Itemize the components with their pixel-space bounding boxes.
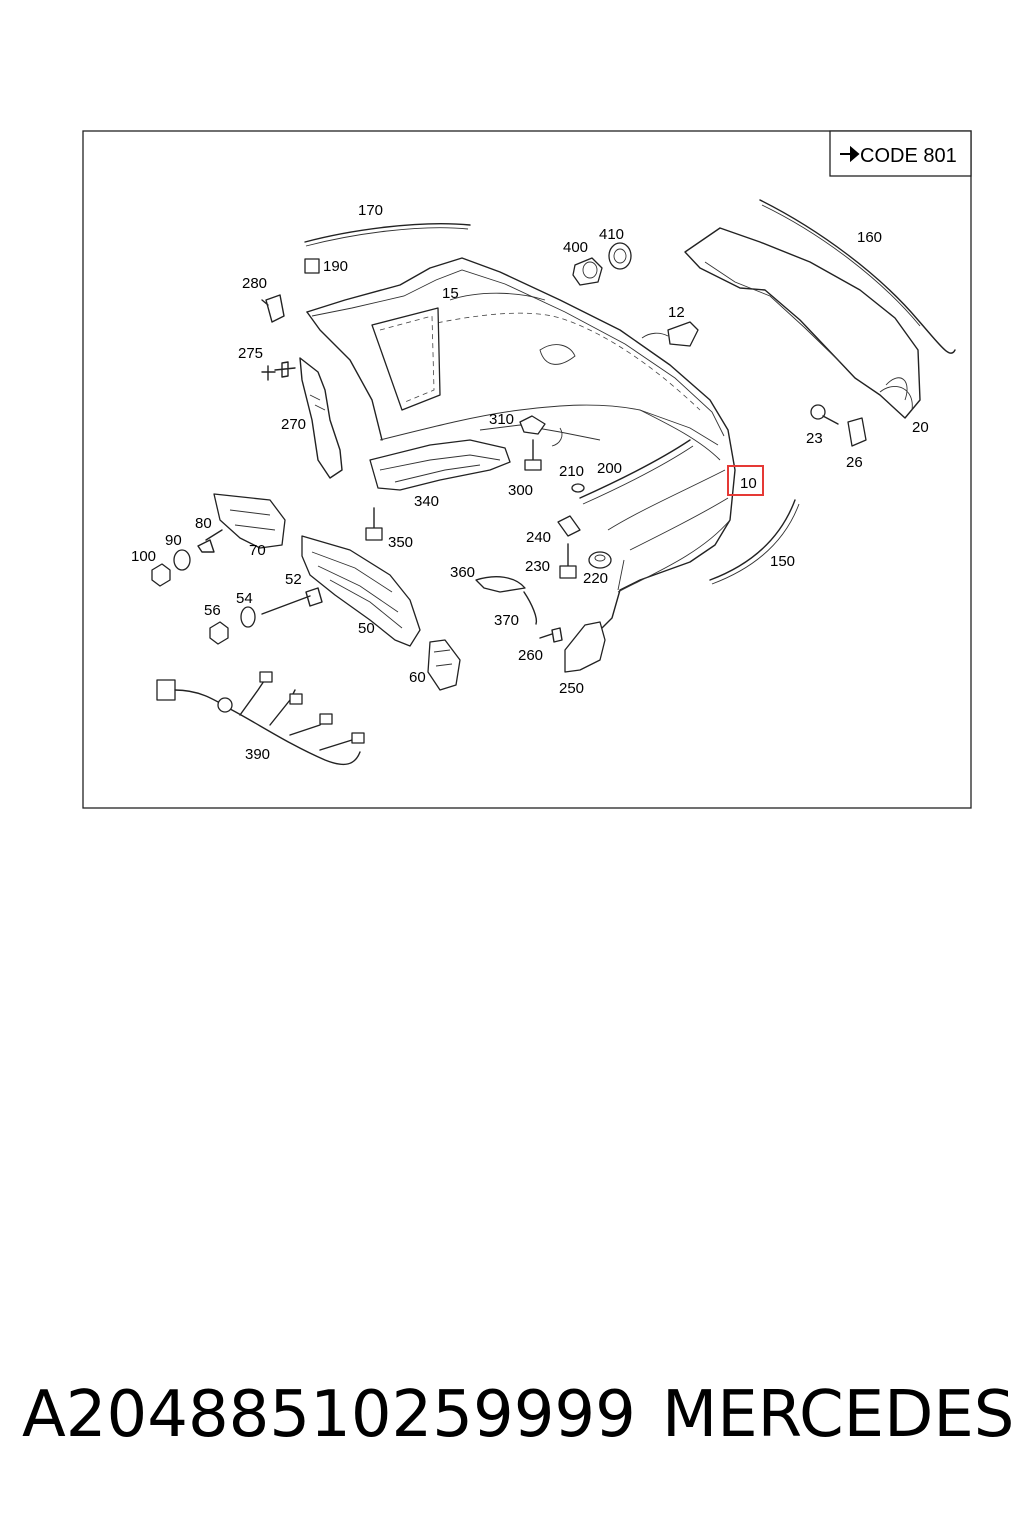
callout-label: 150: [770, 553, 795, 570]
screw-350: [365, 507, 383, 541]
bracket-70: [213, 493, 286, 549]
diagram-frame: [82, 130, 972, 809]
callout-label: 230: [525, 558, 550, 575]
clip-310: [519, 415, 546, 435]
part-number: A20488510259999: [22, 1378, 636, 1452]
callout-label: 300: [508, 482, 533, 499]
callout-label: 200: [597, 460, 622, 477]
callout-label: 275: [238, 345, 263, 362]
sensor-400: [572, 257, 603, 286]
arrow-right-icon: [840, 145, 860, 163]
bracket-270: [299, 357, 343, 479]
washer-210: [571, 483, 585, 493]
callout-label: 50: [358, 620, 375, 637]
callout-label: 310: [489, 411, 514, 428]
ring-410: [608, 242, 632, 270]
callout-label: 52: [285, 571, 302, 588]
arch-360: [475, 576, 526, 593]
callout-label: 340: [414, 493, 439, 510]
bracket-280: [261, 294, 285, 323]
callout-label: 400: [563, 239, 588, 256]
callout-label: 410: [599, 226, 624, 243]
callout-label: 56: [204, 602, 221, 619]
callout-label: 220: [583, 570, 608, 587]
cover-250: [564, 621, 606, 673]
callout-label: 190: [323, 258, 348, 275]
screw-275: [261, 361, 296, 381]
trim-150: [709, 499, 796, 581]
callout-label: 260: [518, 647, 543, 664]
callout-label: 60: [409, 669, 426, 686]
screw-80: [197, 529, 223, 553]
callout-label: 80: [195, 515, 212, 532]
callout-label: 160: [857, 229, 882, 246]
parts-diagram: CODE 801: [82, 130, 972, 809]
code-badge: CODE 801: [829, 130, 972, 177]
nut-56: [209, 621, 229, 645]
bolt-52: [261, 587, 323, 615]
pin-260: [539, 627, 563, 643]
callout-label: 250: [559, 680, 584, 697]
callout-label: 350: [388, 534, 413, 551]
strip-200: [579, 439, 691, 499]
nut-100: [151, 563, 171, 587]
callout-label: 70: [249, 542, 266, 559]
callout-label: 240: [526, 529, 551, 546]
reinforcement-340: [369, 439, 511, 491]
bracket-240: [557, 515, 581, 537]
trim-strip-170: [304, 223, 471, 243]
callout-label: 280: [242, 275, 267, 292]
bolt-23: [810, 404, 839, 425]
footer: A20488510259999 MERCEDES: [0, 1378, 1024, 1478]
callout-label: 26: [846, 454, 863, 471]
callout-label: 23: [806, 430, 823, 447]
arch-370: [523, 591, 538, 625]
washer-54: [240, 606, 256, 628]
highlighted-callout-label: 10: [740, 475, 757, 492]
clip-190: [304, 258, 320, 274]
callout-label: 370: [494, 612, 519, 629]
screw-300: [524, 439, 542, 471]
callout-label: 270: [281, 416, 306, 433]
callout-label: 390: [245, 746, 270, 763]
callout-labels: 170 190 160 400 410 15 280 12 275 270 31…: [131, 202, 929, 763]
bumper-cover: [306, 257, 736, 631]
nut-220: [588, 551, 612, 569]
callout-label: 360: [450, 564, 475, 581]
highlighted-callout[interactable]: 10: [727, 465, 764, 496]
callout-label: 20: [912, 419, 929, 436]
callout-label: 100: [131, 548, 156, 565]
callout-label: 15: [442, 285, 459, 302]
wiring-harness-390: [156, 671, 365, 766]
cover-12: [667, 321, 699, 347]
washer-90: [173, 549, 191, 571]
callout-label: 54: [236, 590, 253, 607]
brand-name: MERCEDES: [662, 1378, 1015, 1452]
clip-26: [847, 417, 867, 447]
callout-label: 90: [165, 532, 182, 549]
callout-label: 210: [559, 463, 584, 480]
callout-label: 170: [358, 202, 383, 219]
screw-230: [559, 543, 577, 579]
diffuser-160: [684, 199, 956, 419]
callout-label: 12: [668, 304, 685, 321]
code-label: CODE 801: [860, 145, 957, 167]
